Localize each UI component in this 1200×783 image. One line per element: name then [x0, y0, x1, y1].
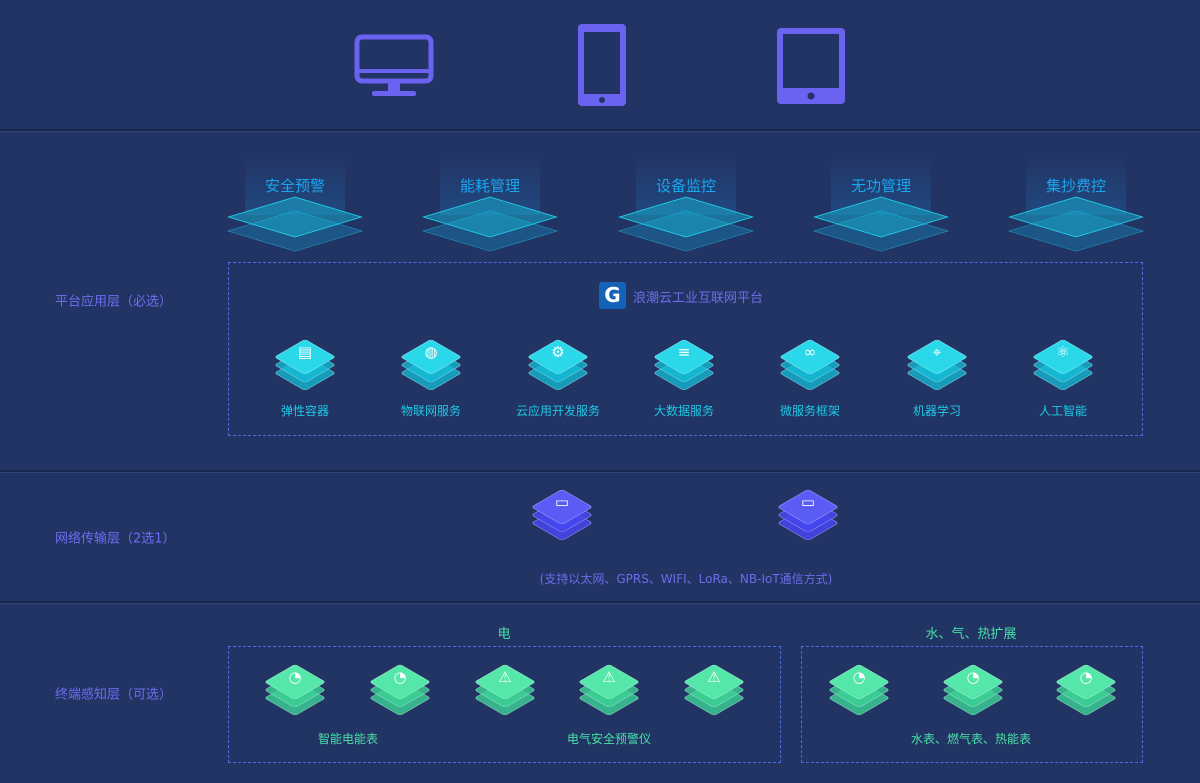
meter-stack[interactable]: ◔	[367, 660, 433, 720]
meter-icon: ◔	[288, 668, 302, 686]
app-tile[interactable]: 安全预警	[225, 155, 365, 255]
app-label: 安全预警	[264, 177, 325, 195]
app-label: 无功管理	[850, 177, 911, 195]
meter-icon: ◔	[393, 668, 407, 686]
electric-title: 电	[497, 627, 511, 642]
container-stack[interactable]: ▤	[272, 335, 338, 395]
service-label: 大数据服务	[653, 404, 715, 418]
alarm-icon: ⚠	[602, 668, 616, 686]
meter-label: 智能电能表	[317, 732, 379, 746]
router-icon: ▭	[554, 493, 570, 511]
inspur-logo-icon: G	[599, 282, 626, 309]
alarm-stack[interactable]: ⚠	[472, 660, 538, 720]
other-box	[801, 646, 1143, 763]
app-label: 集抄费控	[1045, 177, 1106, 195]
meter-icon: ◔	[852, 668, 866, 686]
ai-icon: ⚛	[1056, 343, 1070, 361]
alarm-icon: ⚠	[707, 668, 721, 686]
other-meters-label: 水表、燃气表、热能表	[910, 732, 1032, 746]
terminal-layer-label: 终端感知层（可选）	[55, 687, 173, 703]
meter-icon: ◔	[1079, 668, 1093, 686]
router-icon: ▭	[800, 493, 816, 511]
ai-stack[interactable]: ⚛	[1030, 335, 1096, 395]
device-layer	[0, 0, 1200, 131]
router-stack[interactable]: ▭	[529, 485, 595, 545]
other-title: 水、气、热扩展	[925, 627, 1017, 642]
electric-box	[228, 646, 781, 763]
ml-icon: ⌖	[932, 343, 942, 361]
app-tile[interactable]: 能耗管理	[420, 155, 560, 255]
platform-name: 浪潮云工业互联网平台	[633, 291, 764, 306]
data-stack[interactable]: ≡	[651, 335, 717, 395]
meter-icon: ◔	[966, 668, 980, 686]
tablet-icon	[777, 28, 845, 104]
platform-layer-label: 平台应用层（必选）	[55, 294, 173, 310]
app-tile[interactable]: 设备监控	[616, 155, 756, 255]
service-label: 微服务框架	[779, 404, 841, 418]
network-layer-label: 网络传输层（2选1）	[55, 531, 176, 547]
monitor-icon	[354, 34, 434, 96]
service-label: 云应用开发服务	[515, 404, 601, 418]
platform-box	[228, 262, 1143, 436]
service-label: 弹性容器	[280, 404, 330, 418]
phone-icon	[578, 24, 626, 106]
alarm-icon: ⚠	[498, 668, 512, 686]
meter-stack[interactable]: ◔	[1053, 660, 1119, 720]
ml-stack[interactable]: ⌖	[904, 335, 970, 395]
service-label: 物联网服务	[400, 404, 462, 418]
app-tile[interactable]: 无功管理	[811, 155, 951, 255]
service-label: 人工智能	[1038, 404, 1088, 418]
alarm-label: 电气安全预警仪	[566, 732, 652, 746]
platform-layer	[0, 131, 1200, 472]
globe-stack[interactable]: ◍	[398, 335, 464, 395]
container-icon: ▤	[297, 343, 313, 361]
app-label: 能耗管理	[459, 177, 520, 195]
data-icon: ≡	[677, 343, 691, 361]
app-tile[interactable]: 集抄费控	[1006, 155, 1146, 255]
app-label: 设备监控	[655, 177, 716, 195]
meter-stack[interactable]: ◔	[826, 660, 892, 720]
network-note: (支持以太网、GPRS、WIFI、LoRa、NB-IoT通信方式)	[539, 572, 833, 586]
microservice-icon: ∞	[803, 343, 817, 361]
globe-icon: ◍	[424, 343, 438, 361]
microservice-stack[interactable]: ∞	[777, 335, 843, 395]
alarm-stack[interactable]: ⚠	[576, 660, 642, 720]
router-stack[interactable]: ▭	[775, 485, 841, 545]
network-layer	[0, 472, 1200, 603]
service-label: 机器学习	[912, 404, 962, 418]
gear-stack[interactable]: ⚙	[525, 335, 591, 395]
meter-stack[interactable]: ◔	[940, 660, 1006, 720]
meter-stack[interactable]: ◔	[262, 660, 328, 720]
gear-icon: ⚙	[551, 343, 565, 361]
alarm-stack[interactable]: ⚠	[681, 660, 747, 720]
